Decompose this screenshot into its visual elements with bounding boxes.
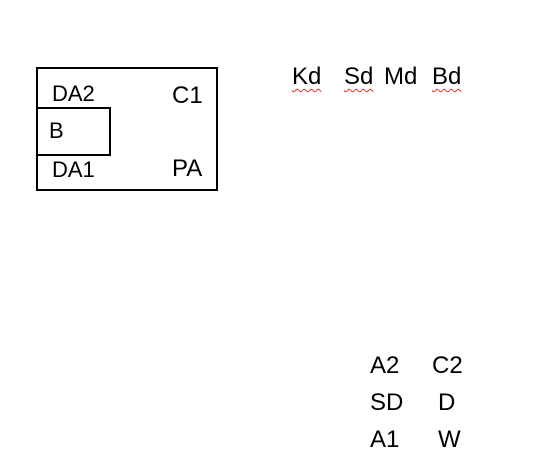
grid-cell-r3-c1: A1 — [370, 426, 400, 453]
box-label-top-left: DA2 — [52, 81, 95, 106]
box-label-inner: B — [49, 118, 64, 143]
box-label-top-right: C1 — [172, 82, 203, 109]
legend-item-bd: Bd — [432, 63, 462, 90]
grid-cell-r2-c2: D — [438, 389, 456, 416]
box-label-bottom-right: PA — [172, 155, 203, 182]
grid-cell-r1-c2: C2 — [432, 352, 463, 379]
grid-cell-r2-c1: SD — [370, 389, 404, 416]
grid-cell-r1-c1: A2 — [370, 352, 400, 379]
legend-item-kd: Kd — [292, 63, 322, 90]
grid-cell-r3-c2: W — [438, 426, 461, 453]
legend-item-sd: Sd — [344, 63, 374, 90]
inner-box — [36, 107, 111, 156]
box-label-bottom-left: DA1 — [52, 157, 95, 182]
legend-item-md: Md — [384, 63, 418, 90]
